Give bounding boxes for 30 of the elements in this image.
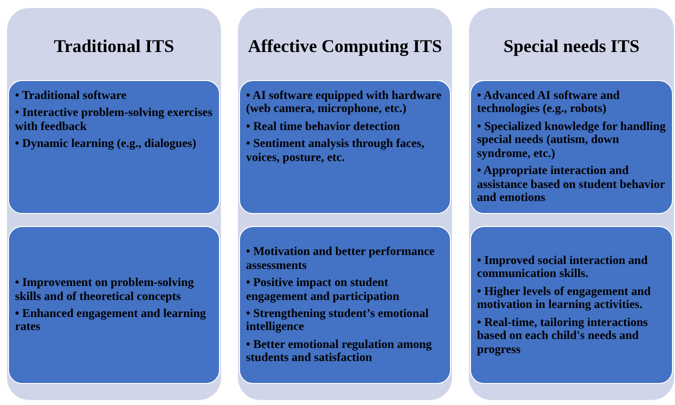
bullet-point: • Specialized knowledge for handling special needs (autism, down syndrome, etc.) [477,120,666,160]
bullet-point: • Positive impact on student engagement and participation [246,276,400,303]
bullet-point: • AI software equipped with hardware (web camera, microphone, etc.) [246,89,442,116]
column-panel [238,8,452,400]
column-heading: Special needs ITS [503,37,640,57]
bullet-point: • Motivation and better performance assessments [246,245,436,272]
bullet-point: • Real-time, tailoring interactions based on each child's needs and progress [477,316,649,356]
content-card [470,226,673,384]
bullet-point: • Interactive problem-solving exercises with feedback [15,106,213,134]
bullet-point: • Enhanced engagement and learning rates [15,307,207,334]
bullet-point: • Improved social interaction and communication skills. [477,254,649,281]
column-panel [7,8,221,400]
bullet-point: • Better emotional regulation among students and satisfaction [246,338,433,365]
bullet-point: • Real time behavior detection [246,120,401,134]
bullet-point: • Higher levels of engagement and motivation in learning activities. [477,284,652,312]
bullet-point: • Strengthening student’s emotional intelligence [246,307,430,334]
bullet-point: • Traditional software [15,89,128,102]
content-card [239,226,451,384]
bullet-point: • Sentiment analysis through faces, voices, posture, etc. [246,137,426,164]
content-card [8,80,220,214]
column-heading: Affective Computing ITS [248,37,442,57]
bullet-point: • Dynamic learning (e.g., dialogues) [15,137,198,151]
bullet-point: • Improvement on problem-solving skills and of theoretical concepts [15,276,195,303]
column-heading: Traditional ITS [54,37,174,57]
bullet-point: • Appropriate interaction and assistance based on student behavior and emotions [477,164,666,204]
content-card [470,80,673,214]
content-card [8,226,220,384]
bullet-point: • Advanced AI software and technologies (e.g., robots) [477,89,621,116]
content-card [239,80,451,214]
column-panel [469,8,674,400]
